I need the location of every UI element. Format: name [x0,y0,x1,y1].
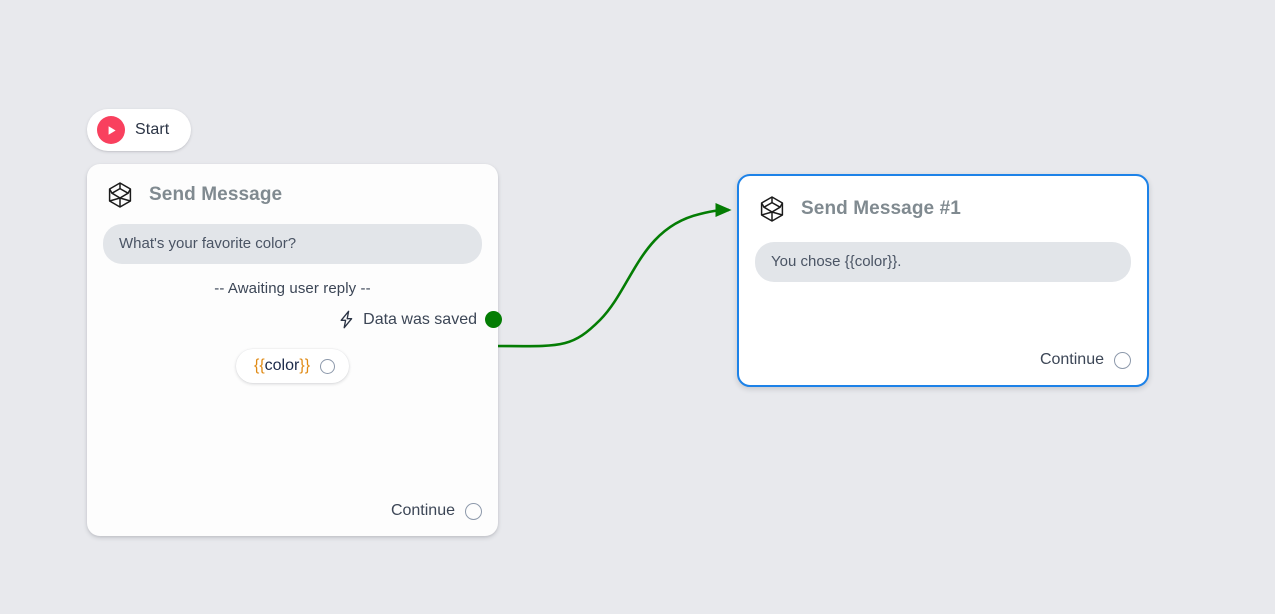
node-body: You chose {{color}}. [739,230,1147,351]
variable-name: color [264,357,300,374]
node-body: What's your favorite color? -- Awaiting … [87,216,502,502]
variable-chip-color[interactable]: {{color}} [235,349,350,383]
node-footer: Continue [739,351,1147,385]
variable-chip-text: {{color}} [254,357,310,375]
lightning-bolt-icon [338,310,355,329]
play-icon [97,116,125,144]
node-footer: Continue [87,502,498,536]
polyhedron-icon [105,180,135,210]
start-node[interactable]: Start [87,109,192,151]
output-port-variable[interactable] [320,358,336,374]
continue-label: Continue [390,502,455,519]
node-send-message[interactable]: Send Message What's your favorite color?… [87,164,502,536]
output-port-continue[interactable] [1114,351,1131,369]
output-port-data-saved[interactable] [485,311,502,328]
node-send-message-1[interactable]: Send Message #1 You chose {{color}}. Con… [737,174,1149,387]
node-title: Send Message #1 [801,198,961,219]
continue-label: Continue [1039,351,1104,368]
edge-saved-to-send-message-1[interactable] [486,202,732,348]
message-bubble: What's your favorite color? [103,224,482,264]
data-saved-label: Data was saved [363,310,477,328]
awaiting-user-reply-label: -- Awaiting user reply -- [214,280,371,297]
variable-open-brace: {{ [253,357,265,374]
node-header: Send Message #1 [739,176,1147,230]
data-saved-row: Data was saved [103,310,502,329]
start-node-label: Start [135,121,170,138]
node-header: Send Message [87,164,498,216]
message-bubble: You chose {{color}}. [755,242,1131,282]
polyhedron-icon [757,194,787,224]
output-port-continue[interactable] [465,502,482,520]
node-title: Send Message [149,184,283,205]
variable-close-brace: }} [299,357,311,374]
variable-chip-row: {{color}} [103,349,482,383]
